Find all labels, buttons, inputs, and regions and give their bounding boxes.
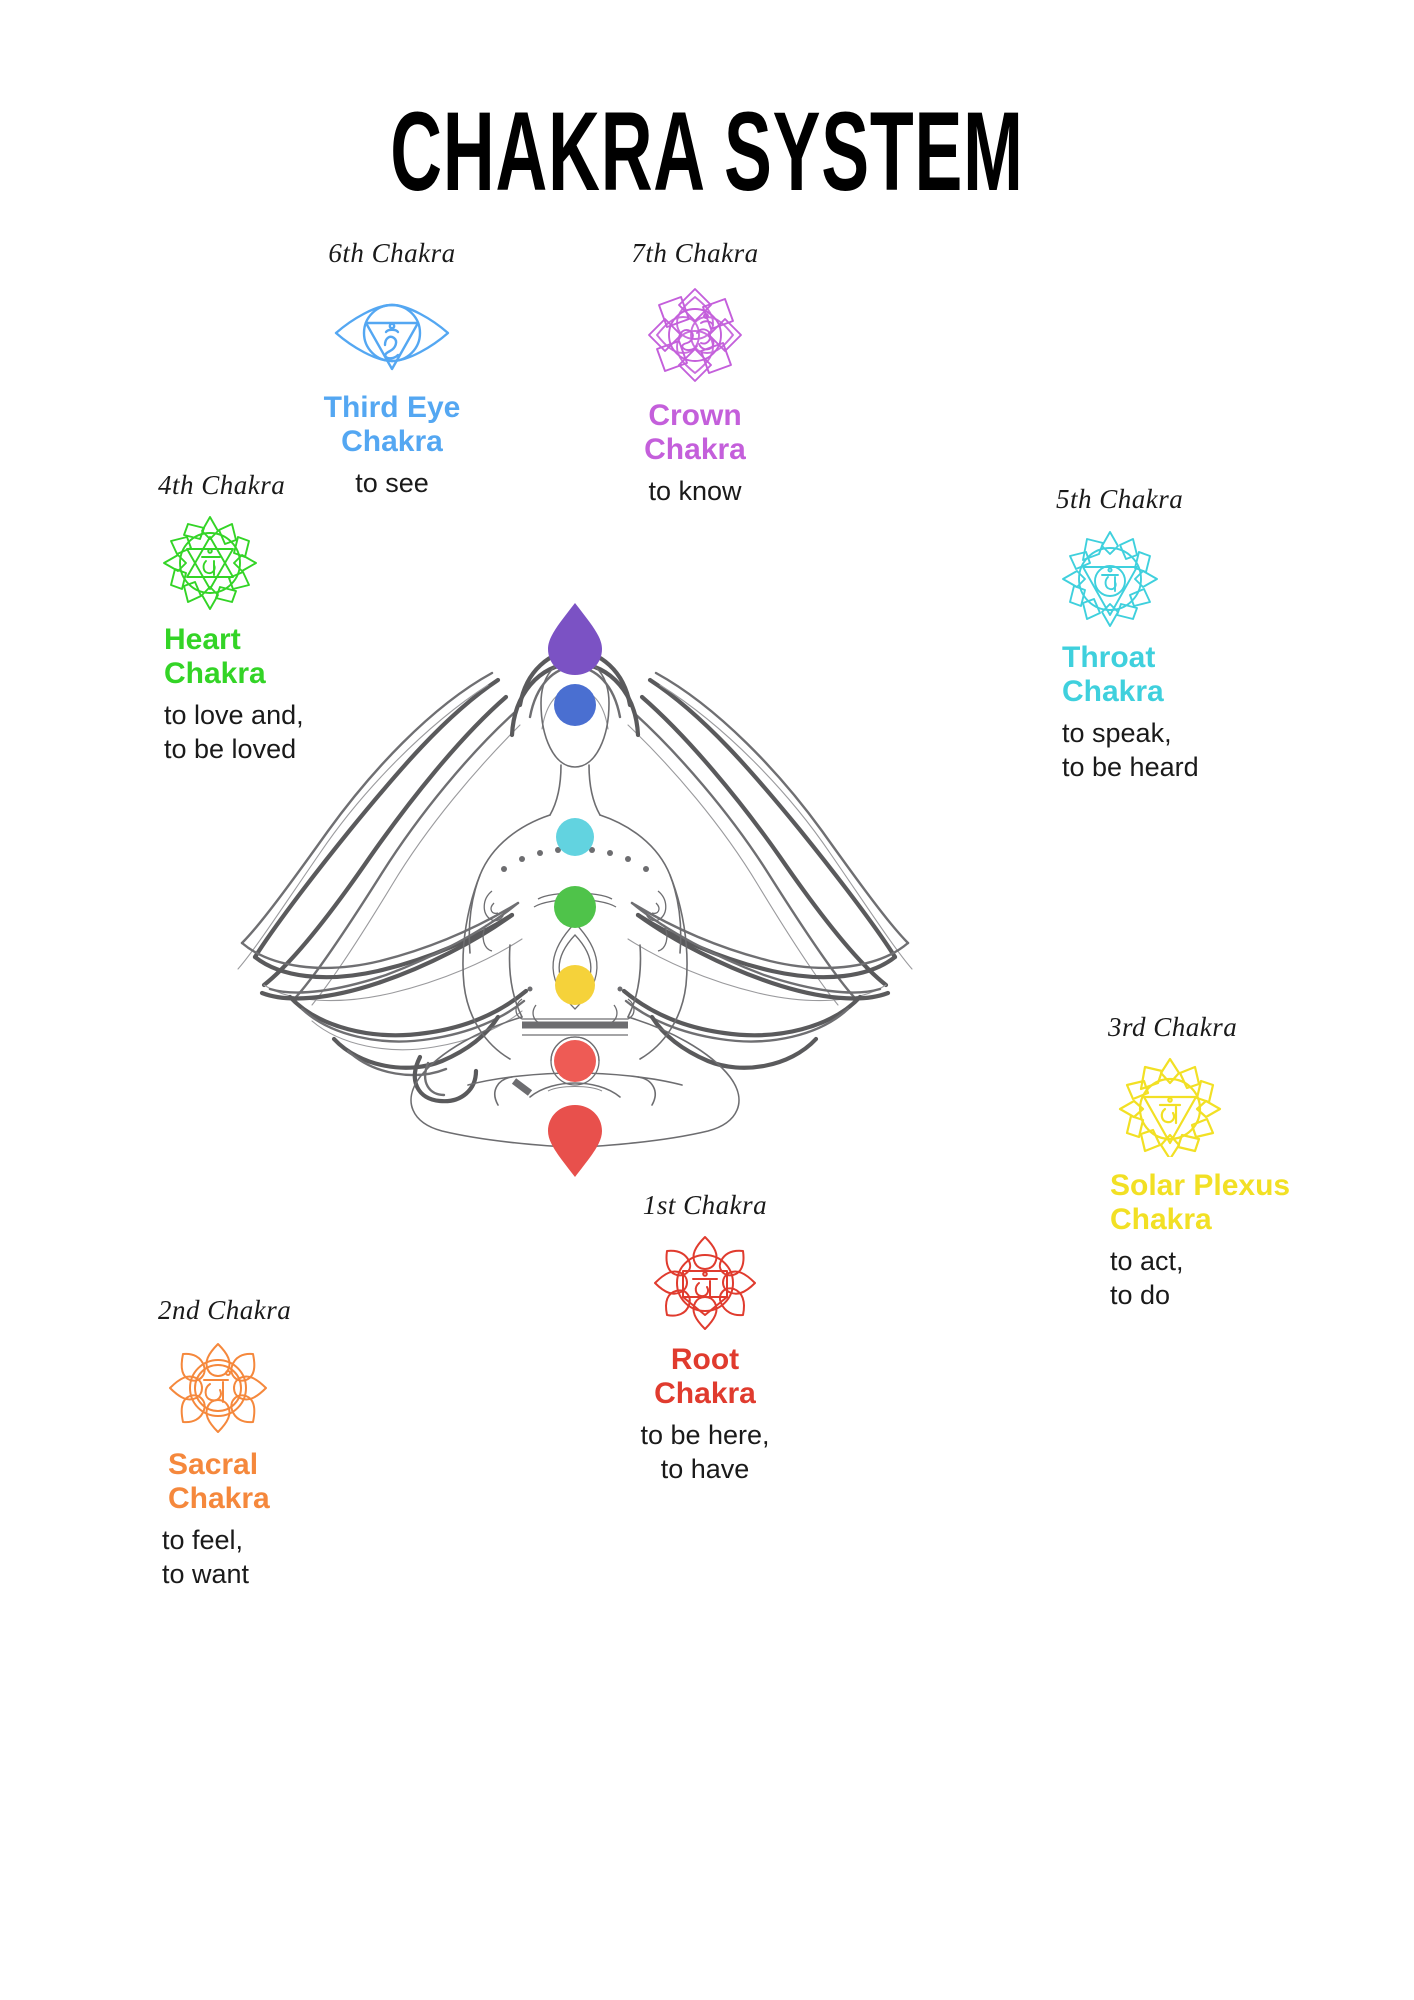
chakra-description: to act, to do [1110, 1245, 1184, 1310]
chakra-name: Solar Plexus Chakra [1110, 1169, 1291, 1236]
figure-chakra-points [548, 603, 602, 1177]
chakra-name: Sacral Chakra [168, 1448, 270, 1515]
solar-plexus-chakra-symbol [1118, 1057, 1222, 1161]
root-chakra-symbol [651, 1235, 759, 1331]
chakra-name: Crown Chakra [644, 399, 746, 466]
sacral-point [554, 1040, 596, 1082]
chakra-card-root: 1st Chakra [595, 1190, 815, 1486]
chakra-ordinal: 1st Chakra [642, 1190, 768, 1220]
throat-chakra-symbol [1060, 529, 1160, 629]
sacral-chakra-symbol [166, 1340, 270, 1436]
chakra-name: Third Eye Chakra [323, 391, 461, 458]
chakra-ordinal: 4th Chakra [158, 470, 286, 500]
chakra-card-throat: 5th Chakra [1050, 484, 1280, 784]
chakra-description: to see [355, 467, 429, 498]
chakra-card-third-eye: 6th Chakra Third Eye Chakra to see [282, 238, 502, 501]
third-eye-point [554, 684, 596, 726]
heart-chakra-symbol [162, 515, 258, 611]
heart-point [554, 886, 596, 928]
throat-point [556, 818, 594, 856]
chakra-card-heart: 4th Chakra [150, 470, 380, 766]
chakra-name: Heart Chakra [164, 623, 266, 690]
crown-point [548, 603, 602, 675]
solar-plexus-point [555, 965, 595, 1005]
chakra-card-crown: 7th Chakra [585, 238, 805, 509]
page-title: CHAKRA SYSTEM [390, 89, 1024, 215]
chakra-description: to love and, to be loved [164, 699, 304, 764]
root-point [548, 1105, 602, 1177]
hair-strands-right [621, 671, 913, 1070]
chakra-description: to know [648, 475, 742, 506]
chakra-name: Root Chakra [654, 1343, 756, 1410]
chakra-description: to be here, to have [640, 1419, 770, 1484]
meditating-figure-illustration [230, 585, 920, 1195]
chakra-description: to speak, to be heard [1062, 717, 1199, 782]
chakra-ordinal: 7th Chakra [631, 238, 759, 268]
chakra-ordinal: 2nd Chakra [158, 1295, 292, 1325]
chakra-ordinal: 5th Chakra [1056, 484, 1184, 514]
chakra-card-solar-plexus: 3rd Chakra [1108, 1012, 1360, 1312]
body-ornaments [482, 847, 668, 1086]
chakra-card-sacral: 2nd Chakra [158, 1295, 388, 1591]
crown-chakra-symbol [643, 283, 747, 387]
chakra-ordinal: 3rd Chakra [1108, 1012, 1238, 1042]
chakra-description: to feel, to want [162, 1524, 250, 1589]
chakra-name: Throat Chakra [1062, 641, 1164, 708]
third-eye-chakra-symbol [332, 283, 452, 379]
chakra-ordinal: 6th Chakra [328, 238, 456, 268]
